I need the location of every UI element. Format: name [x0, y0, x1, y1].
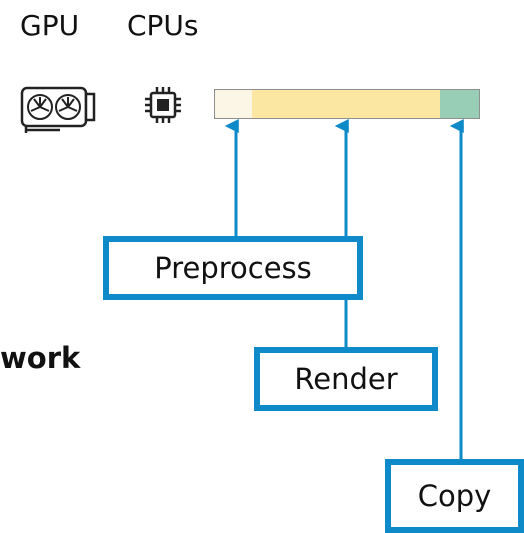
- render-label-box: Render: [254, 347, 438, 411]
- render-label: Render: [294, 362, 398, 396]
- cpus-heading: CPUs: [127, 9, 199, 42]
- preprocess-label-box: Preprocess: [103, 236, 363, 300]
- copy-label: Copy: [417, 479, 492, 513]
- work-text: work: [0, 341, 81, 375]
- gpu-heading: GPU: [20, 9, 80, 42]
- copy-label-box: Copy: [385, 459, 524, 533]
- copy-segment: [440, 89, 480, 119]
- gpu-card-icon: [20, 86, 96, 133]
- render-segment: [252, 89, 442, 119]
- cpu-chip-icon: [145, 87, 181, 123]
- preprocess-label: Preprocess: [154, 251, 312, 285]
